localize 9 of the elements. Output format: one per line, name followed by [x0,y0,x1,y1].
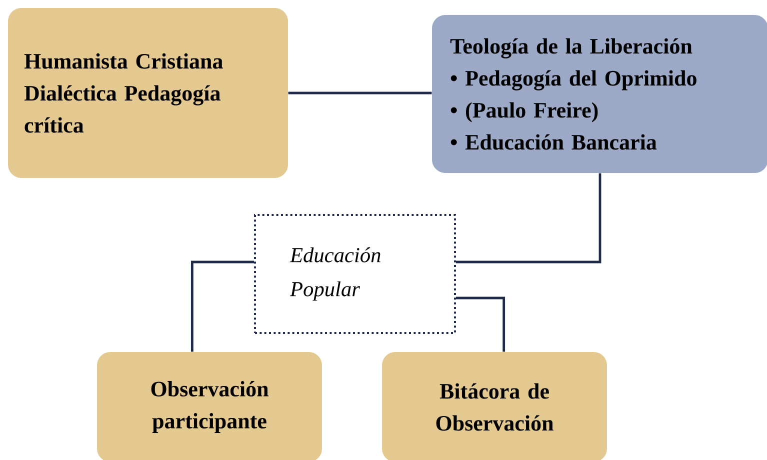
connector-line [190,260,254,352]
concept-box: Bitácora de Observación [382,352,607,460]
dotted-box: Educación Popular [254,214,456,334]
connector-line [456,296,506,352]
connector-line [288,92,432,94]
concept-box: Observación participante [97,352,322,460]
connector-line [456,173,602,264]
concept-box: Humanista Cristiana Dialéctica Pedagogía crítica [8,8,288,178]
concept-box: Teología de la Liberación • Pedagogía del Oprimido • (Paulo Freire) • Educación Bancaria [432,15,767,173]
